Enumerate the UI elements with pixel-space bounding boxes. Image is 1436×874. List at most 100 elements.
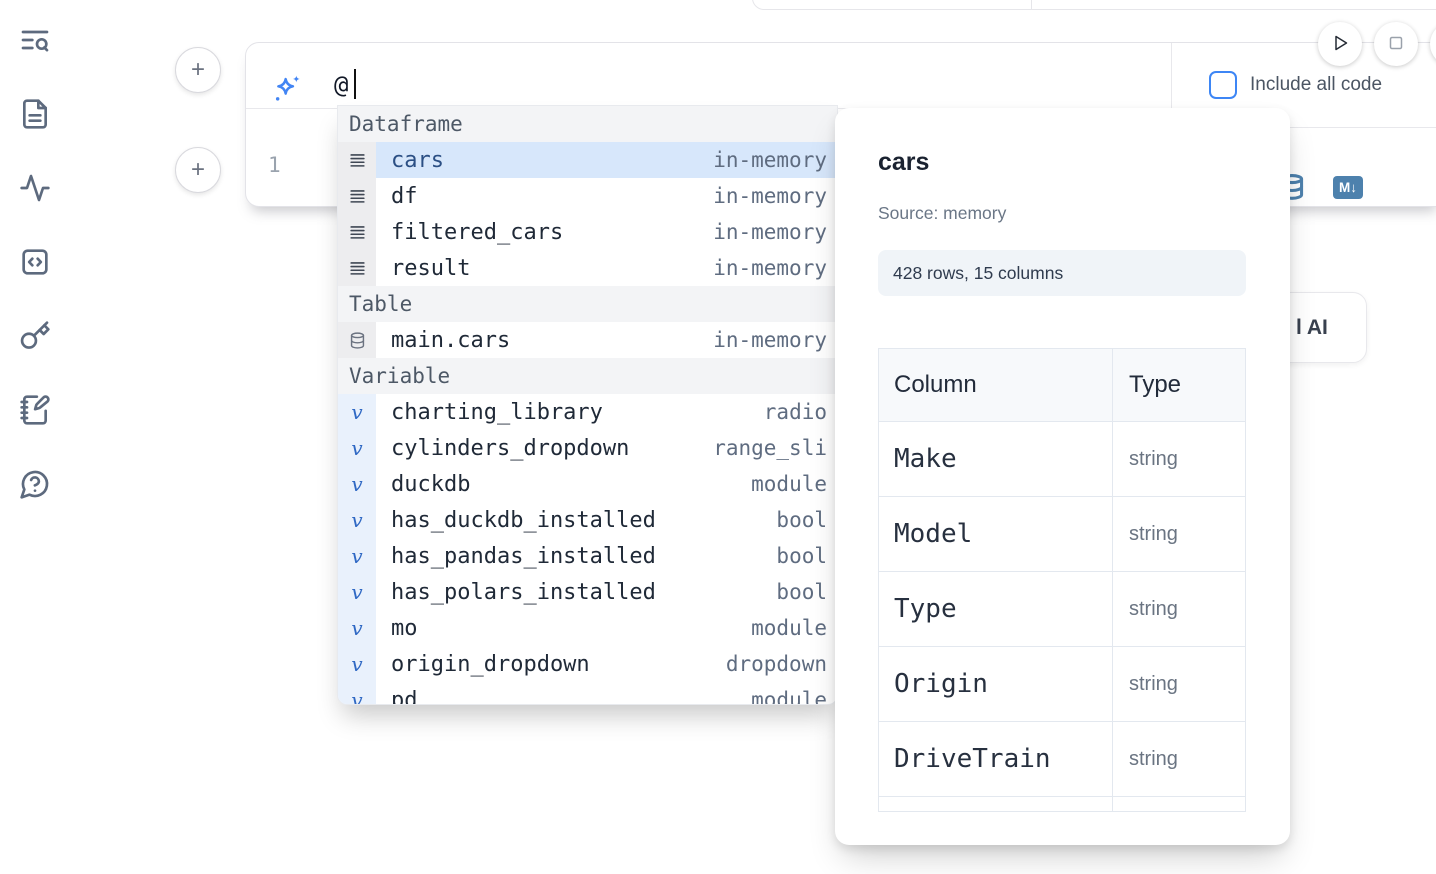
preview-shape-badge: 428 rows, 15 columns bbox=[878, 250, 1246, 296]
prompt-zone-divider bbox=[1171, 43, 1172, 128]
schema-column-name: Origin bbox=[894, 669, 988, 699]
notebook-pen-icon bbox=[19, 394, 51, 429]
option-name: has_duckdb_installed bbox=[391, 507, 656, 533]
schema-column-type: string bbox=[1112, 647, 1245, 721]
editor-line-number: 1 bbox=[268, 153, 281, 177]
stop-cell-button[interactable] bbox=[1374, 22, 1418, 66]
option-name: has_polars_installed bbox=[391, 579, 656, 605]
previous-cell bbox=[752, 0, 1436, 10]
option-type: bool bbox=[776, 544, 827, 568]
option-type: range_sli bbox=[713, 436, 827, 460]
variable-icon: v bbox=[338, 394, 376, 430]
autocomplete-section-table: Table bbox=[338, 286, 837, 322]
autocomplete-option[interactable]: main.cars in-memory bbox=[338, 322, 837, 358]
sidebar-item-help[interactable] bbox=[18, 468, 52, 502]
autocomplete-option[interactable]: v has_pandas_installed bool bbox=[338, 538, 837, 574]
schema-column-name: DriveTrain bbox=[894, 744, 1051, 774]
schema-row: Origin string bbox=[879, 646, 1245, 721]
run-cell-button[interactable] bbox=[1318, 22, 1362, 66]
play-icon bbox=[1328, 31, 1352, 58]
autocomplete-option[interactable]: v origin_dropdown dropdown bbox=[338, 646, 837, 682]
option-name: mo bbox=[391, 615, 418, 641]
database-icon bbox=[338, 322, 376, 358]
option-name: pd bbox=[391, 687, 418, 705]
option-name: main.cars bbox=[391, 327, 511, 353]
option-name: has_pandas_installed bbox=[391, 543, 656, 569]
option-name: filtered_cars bbox=[391, 219, 564, 245]
option-type: in-memory bbox=[713, 328, 827, 352]
file-text-icon bbox=[19, 98, 51, 133]
rows-icon bbox=[338, 178, 376, 214]
sidebar-item-secrets[interactable] bbox=[18, 320, 52, 354]
option-name: cylinders_dropdown bbox=[391, 435, 630, 461]
option-type: module bbox=[751, 616, 827, 640]
option-type: dropdown bbox=[725, 652, 827, 676]
option-type: module bbox=[751, 472, 827, 496]
rows-icon bbox=[338, 214, 376, 250]
variable-icon: v bbox=[338, 682, 376, 704]
add-cell-below-button[interactable]: + bbox=[175, 147, 221, 193]
dataframe-preview-card: cars Source: memory 428 rows, 15 columns… bbox=[835, 108, 1290, 845]
text-search-icon bbox=[19, 24, 51, 59]
option-name: df bbox=[391, 183, 418, 209]
schema-column-type: string bbox=[1112, 722, 1245, 796]
option-type: bool bbox=[776, 508, 827, 532]
option-type: radio bbox=[763, 400, 827, 424]
clipped-action-button[interactable] bbox=[1430, 22, 1436, 66]
option-type: in-memory bbox=[713, 220, 827, 244]
option-name: result bbox=[391, 255, 471, 281]
autocomplete-option[interactable]: filtered_cars in-memory bbox=[338, 214, 837, 250]
option-type: bool bbox=[776, 580, 827, 604]
sidebar-item-snippets[interactable] bbox=[18, 246, 52, 280]
add-cell-above-button[interactable]: + bbox=[175, 47, 221, 93]
option-type: in-memory bbox=[713, 148, 827, 172]
variable-icon: v bbox=[338, 574, 376, 610]
sidebar-item-files[interactable] bbox=[18, 98, 52, 132]
option-type: module bbox=[751, 688, 827, 705]
generate-with-ai-label: l AI bbox=[1296, 315, 1328, 339]
autocomplete-option[interactable]: v has_polars_installed bool bbox=[338, 574, 837, 610]
variable-icon: v bbox=[338, 538, 376, 574]
include-all-code-checkbox[interactable] bbox=[1209, 71, 1237, 99]
autocomplete-option[interactable]: v charting_library radio bbox=[338, 394, 837, 430]
square-code-icon bbox=[19, 246, 51, 281]
autocomplete-option[interactable]: df in-memory bbox=[338, 178, 837, 214]
schema-row: DriveTrain string bbox=[879, 721, 1245, 796]
autocomplete-option[interactable]: cars in-memory bbox=[338, 142, 837, 178]
schema-header-type: Type bbox=[1112, 349, 1245, 421]
include-code-zone: Include all code bbox=[1172, 43, 1436, 128]
stop-icon bbox=[1384, 31, 1408, 58]
option-name: charting_library bbox=[391, 399, 603, 425]
variable-icon: v bbox=[338, 466, 376, 502]
autocomplete-section-variable: Variable bbox=[338, 358, 837, 394]
sparkles-icon bbox=[271, 73, 303, 105]
option-name: cars bbox=[391, 147, 444, 173]
schema-row-partial bbox=[879, 796, 1245, 811]
rows-icon bbox=[338, 250, 376, 286]
option-type: in-memory bbox=[713, 184, 827, 208]
preview-title: cars bbox=[878, 148, 930, 176]
cell-action-buttons: M↓ bbox=[1278, 173, 1363, 201]
schema-column-type: string bbox=[1112, 572, 1245, 646]
sidebar-item-scratchpad[interactable] bbox=[18, 394, 52, 428]
prompt-input[interactable]: @ bbox=[334, 71, 349, 99]
variable-icon: v bbox=[338, 646, 376, 682]
option-name: origin_dropdown bbox=[391, 651, 590, 677]
sidebar-item-variables[interactable] bbox=[18, 172, 52, 206]
sidebar-item-explorer[interactable] bbox=[18, 24, 52, 58]
key-icon bbox=[19, 320, 51, 355]
markdown-badge-icon[interactable]: M↓ bbox=[1333, 175, 1363, 199]
schema-column-name: Model bbox=[894, 519, 973, 549]
